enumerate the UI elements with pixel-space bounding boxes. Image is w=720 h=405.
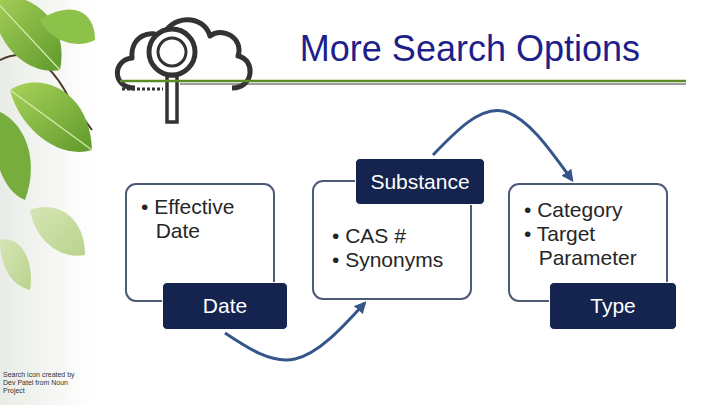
credit-note: Search icon created by Dev Patel from No…: [3, 371, 87, 395]
node-text: Date: [203, 294, 247, 318]
slide-title: More Search Options: [300, 27, 640, 70]
search-icon: [117, 20, 250, 122]
node-text: • CAS #: [332, 224, 462, 248]
node-text: • Synonyms: [332, 248, 462, 272]
title-rule-shadow: [180, 83, 686, 84]
node-text: • Target Parameter: [524, 222, 658, 270]
node-text: Substance: [370, 170, 469, 194]
node-text: Type: [590, 294, 636, 318]
label-tab: Substance: [355, 158, 485, 205]
leaf-photo: [0, 0, 95, 405]
title-rule: [120, 80, 686, 83]
node-text: • Effective Date: [141, 195, 265, 243]
node-text: • Category: [524, 198, 658, 222]
label-tab: Type: [549, 282, 677, 330]
label-tab: Date: [162, 282, 288, 330]
